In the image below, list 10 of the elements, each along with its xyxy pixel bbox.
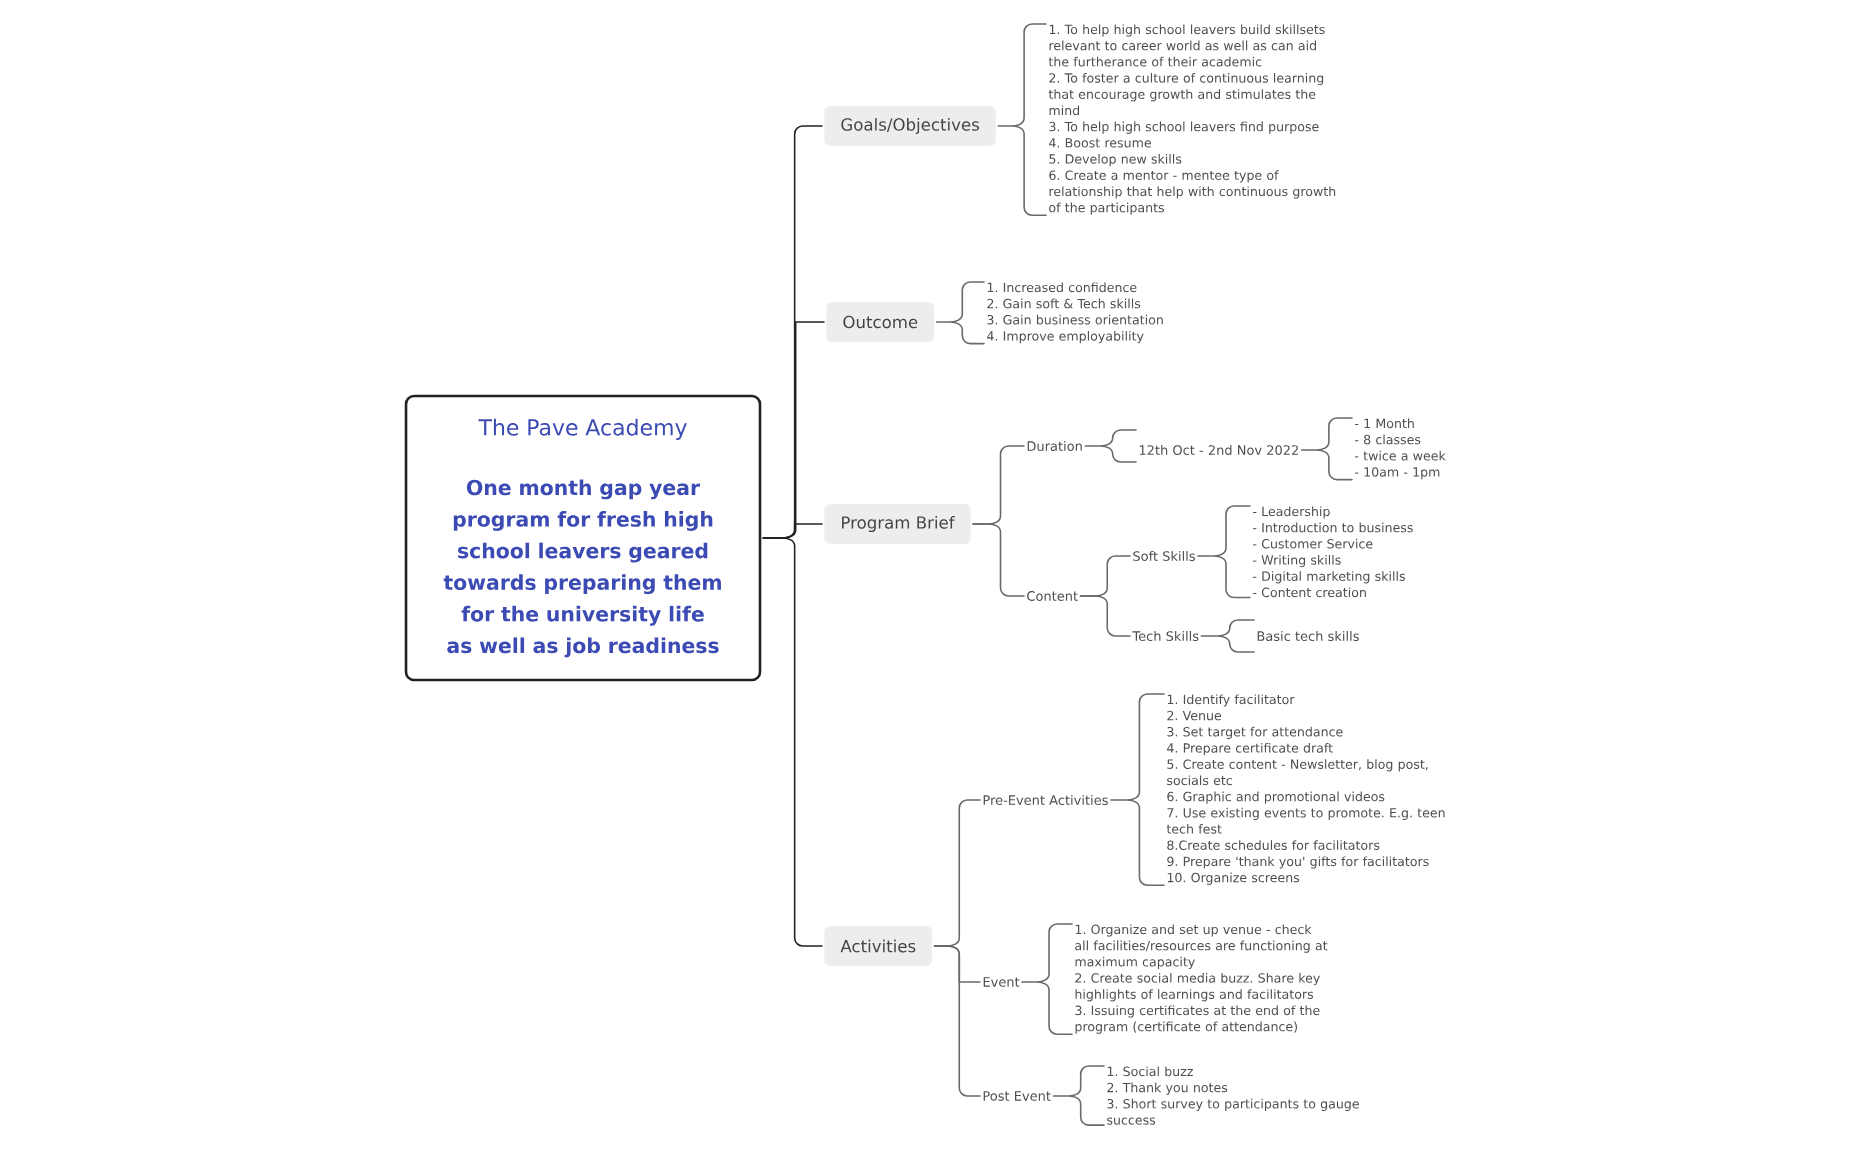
- brace-connector: [1084, 429, 1137, 463]
- topic-box: Program Brief: [824, 504, 971, 544]
- topic-box: Activities: [824, 926, 933, 966]
- brace-connector: [1197, 505, 1251, 599]
- brace-connector: [1200, 619, 1255, 653]
- topic-box: Outcome: [826, 302, 935, 342]
- brace-connector: [762, 537, 823, 947]
- brace-connector: [935, 281, 985, 345]
- central-topic-box: The Pave Academy One month gap year program for fresh high school leavers geared towards preparing them for the university life as well as job readiness: [404, 394, 762, 682]
- topic-box: Goals/Objectives: [824, 106, 996, 146]
